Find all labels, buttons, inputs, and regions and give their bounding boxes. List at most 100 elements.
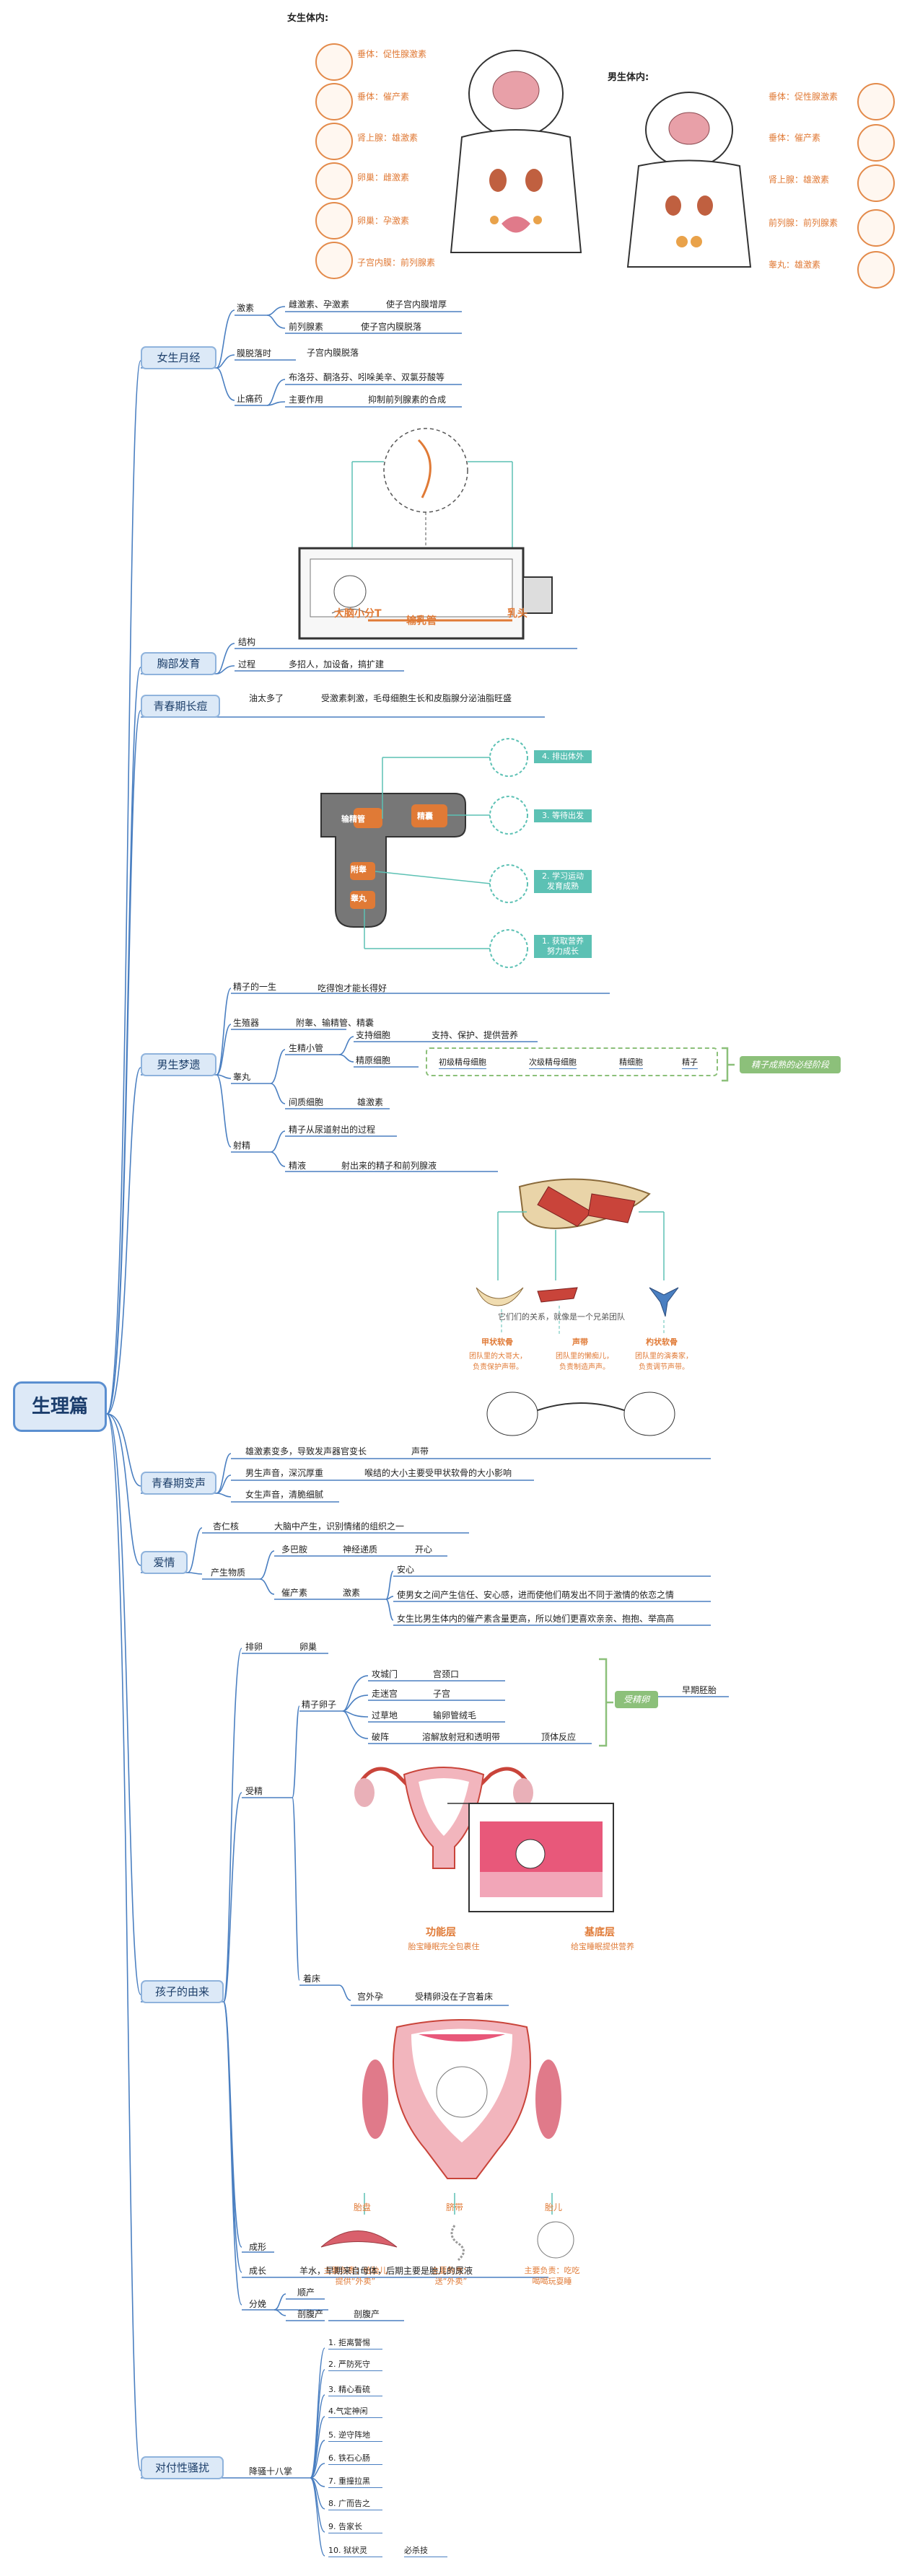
larynx-caption: 它们们的关系，就像是一个兄弟团队 [498,1312,625,1322]
interstitial-cell: 间质细胞 [289,1097,324,1107]
female-gland-label: 卵巢：雌激素 [357,172,410,183]
fertilize-step: 破阵 [372,1732,390,1742]
breast-structure: 结构 [238,637,256,647]
larynx-note: 团队里的演奏家， 负责调节声带。 [635,1353,693,1371]
harass-item: 6. 铁石心肠 [328,2453,382,2465]
harass-last-note: 必杀技 [404,2545,447,2557]
male-reproductive-illustration [320,738,528,968]
hormone-label: 激素 [237,303,255,313]
gland-bubble [857,83,895,120]
larynx-part: 声带 [572,1337,588,1347]
form-label: 成形 [249,2242,267,2252]
substance-label: 产生物质 [211,1568,246,1578]
larynx-note: 团队里的懒痴儿， 负责制造声声。 [556,1353,613,1371]
delivery-label: 分娩 [249,2299,267,2309]
fetus-part: 脐带 [446,2202,464,2212]
topic-wet-dream[interactable]: 男生梦遗 [141,1053,216,1076]
male-gland-label: 前列腺：前列腺素 [769,218,839,228]
fetus-part-note: 主要负责：给胎儿 提供“外卖” [323,2266,388,2286]
root-node[interactable]: 生理篇 [13,1381,107,1432]
semen-label: 精液 [289,1161,307,1171]
sperm-step-tag: 4. 排出体外 [534,750,592,763]
male-fig-label: 输精管 [341,814,365,824]
amygdala-note: 大脑中产生，识别情绪的组织之一 [274,1521,405,1531]
uterus-layer-note: 胎宝睡眠完全包裹住 [408,1942,480,1951]
breast-fig-label: 输乳管 [406,615,437,627]
uterus-layer-note: 给宝睡眠提供营养 [571,1942,634,1951]
dopamine: 多巴胺 [281,1544,308,1555]
fetus-parts-illustration [320,2221,574,2261]
gland-bubble [315,43,353,81]
acne-note: 受激素刺激，毛母细胞生长和皮脂腺分泌油脂旺盛 [321,693,512,703]
larynx-part: 杓状软骨 [646,1337,678,1347]
organ-label: 生殖器 [233,1018,260,1028]
uterus-layer: 基底层 [585,1927,615,1938]
uterus-layer: 功能层 [426,1927,456,1938]
tubule-label: 生精小管 [289,1043,324,1053]
ovulation: 排卵 [245,1642,263,1652]
harass-item: 4.气定神闲 [328,2406,382,2418]
semen-note: 射出来的精子和前列腺液 [341,1161,437,1171]
topic-breast[interactable]: 胸部发育 [141,652,216,675]
spermatogenic-cell: 精原细胞 [356,1055,391,1065]
female-gland-label: 肾上腺：雄激素 [357,133,419,143]
larynx-part: 甲状软骨 [481,1337,513,1347]
male-gland-label: 睾丸：雄激素 [769,260,821,270]
topic-acne[interactable]: 青春期长痘 [141,695,220,718]
harass-item: 8. 广而告之 [328,2498,382,2510]
dopamine-note: 开心 [415,1544,433,1555]
ectopic-note: 受精卵没在子宫着床 [415,1992,494,2002]
sperm-life: 精子的一生 [233,982,277,992]
support-cell: 支持细胞 [356,1030,391,1040]
ejaculate-label: 射精 [233,1140,251,1151]
fertilize-step-note: 溶解放射冠和透明带 [422,1732,501,1742]
topic-menstruation[interactable]: 女生月经 [141,346,216,369]
oxytocin-type: 激素 [343,1588,361,1598]
shedding-label: 膜脱落时 [237,348,272,359]
fetus-part: 胎儿 [545,2202,563,2212]
acrosome-note: 顶体反应 [541,1732,577,1742]
organ-note: 附睾、输精管、精囊 [296,1018,375,1028]
sperm-stage: 次级精母细胞 [529,1057,577,1069]
harass-group: 降骚十八掌 [249,2466,293,2476]
fertilize-step: 走迷宫 [372,1689,398,1699]
natural-birth: 顺产 [297,2287,315,2298]
painkiller-list: 布洛芬、酮洛芬、吲哚美辛、双氯芬酸等 [289,372,445,382]
topic-harassment[interactable]: 对付性骚扰 [141,2456,224,2479]
sperm-stage-tag: 精子成熟的必经阶段 [740,1056,841,1073]
gland-bubble [857,251,895,289]
sperm-step-tag: 1. 获取营养 努力成长 [534,935,592,958]
breast-fig-label: 乳头 [507,608,527,620]
csection-label: 剖腹产 [297,2309,324,2319]
female-body-title: 女生体内: [287,13,329,24]
gland-bubble [315,162,353,200]
male-gland-label: 垂体：催产素 [769,133,821,143]
ejaculate-desc: 精子从尿道射出的过程 [289,1125,376,1135]
larynx-note: 团队里的大哥大， 负责保护声带。 [469,1353,527,1371]
female-gland-label: 垂体：促性腺激素 [357,49,427,59]
support-note: 支持、保护、提供营养 [432,1030,519,1040]
fetus-illustration [362,2019,561,2215]
gland-bubble [857,124,895,162]
female-gland-label: 卵巢：孕激素 [357,216,410,226]
voice-row3: 女生声音，清脆细腻 [245,1490,324,1500]
fertilize: 受精 [245,1786,263,1796]
sperm-stage-group [426,1047,718,1076]
voice-row1: 雄激素变多，导致发声器官变长 [245,1446,367,1456]
breast-process-note: 多招人，加设备，搞扩建 [289,659,385,669]
estrogen-label: 雌激素、孕激素 [289,299,350,309]
male-gland-label: 肾上腺：雄激素 [769,175,830,185]
harass-item: 7. 重撞拉黑 [328,2476,382,2488]
sperm-stage: 精子 [682,1057,698,1069]
shedding-note: 子宫内膜脱落 [307,348,359,358]
topic-love[interactable]: 爱情 [141,1551,188,1574]
breast-fig-label: 大脑小分T [334,608,382,620]
harass-item: 9. 告家长 [328,2521,382,2533]
topic-voice[interactable]: 青春期变声 [141,1472,216,1495]
topic-baby-origin[interactable]: 孩子的由来 [141,1980,224,2003]
female-body-illustration [450,50,582,253]
female-gland-label: 子宫内膜：前列腺素 [357,258,436,268]
fertilize-step-note: 输卵管绒毛 [433,1710,477,1720]
sperm-stage: 精细胞 [619,1057,643,1069]
male-fig-label: 精囊 [417,812,433,821]
